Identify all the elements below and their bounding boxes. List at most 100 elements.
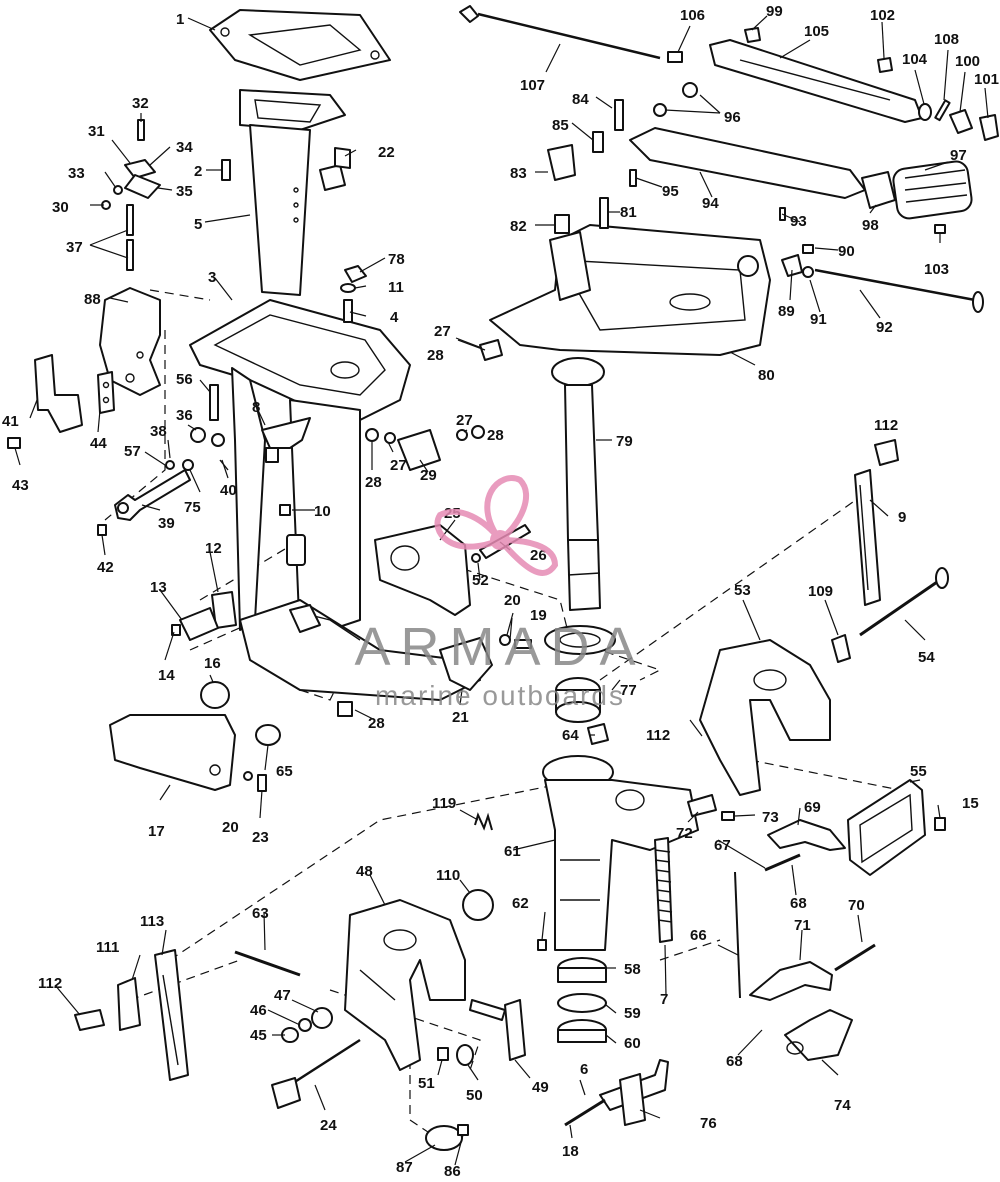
control-rods	[459, 5, 984, 313]
callout-90: 90	[838, 243, 855, 260]
callout-59: 59	[624, 1005, 641, 1022]
callout-47: 47	[274, 987, 291, 1004]
callout-40: 40	[220, 482, 237, 499]
callout-33: 33	[68, 165, 85, 182]
callout-35: 35	[176, 183, 193, 200]
callout-4: 4	[390, 309, 399, 326]
callout-91: 91	[810, 311, 827, 328]
callout-119: 119	[432, 795, 456, 812]
callout-28a: 28	[427, 347, 444, 364]
stern-bracket-48	[344, 899, 466, 1071]
callout-84: 84	[572, 91, 589, 108]
callout-8: 8	[252, 399, 260, 416]
callout-27c: 27	[390, 457, 407, 474]
propeller-hub-icon	[490, 530, 510, 550]
swivel-grommets	[337, 625, 616, 745]
watermark-brand: ARMADA	[354, 617, 645, 677]
steering-tube-79	[551, 357, 605, 611]
callout-38: 38	[150, 423, 167, 440]
callout-74: 74	[834, 1097, 851, 1114]
callout-11: 11	[388, 279, 404, 296]
callout-72: 72	[676, 825, 693, 842]
callout-17: 17	[148, 823, 165, 840]
clamp-screw-parts	[425, 999, 526, 1151]
callout-89: 89	[778, 303, 795, 320]
callout-46: 46	[250, 1002, 267, 1019]
callout-77: 77	[620, 682, 637, 699]
callout-43: 43	[12, 477, 29, 494]
callout-92: 92	[876, 319, 893, 336]
callout-42: 42	[97, 559, 114, 576]
callout-9: 9	[898, 509, 906, 526]
tilt-support-76	[564, 1059, 669, 1127]
callout-54: 54	[918, 649, 935, 666]
callout-41: 41	[2, 413, 19, 430]
callout-36: 36	[176, 407, 193, 424]
plate-55	[847, 779, 946, 876]
callout-19: 19	[530, 607, 547, 624]
watermark-tagline: marine outboards	[375, 680, 625, 711]
callout-109: 109	[808, 583, 833, 600]
tilt-lock-parts	[687, 794, 876, 1061]
tilt-lever-9	[854, 439, 899, 606]
callout-23: 23	[252, 829, 269, 846]
callout-68a: 68	[726, 1053, 743, 1070]
callout-85: 85	[552, 117, 569, 134]
propeller-icon	[434, 475, 559, 576]
callout-26: 26	[530, 547, 547, 564]
callout-73: 73	[762, 809, 779, 826]
throttle-hardware	[547, 99, 624, 234]
callout-87: 87	[396, 1159, 413, 1176]
bushings-58-60	[557, 957, 607, 1043]
exhaust-tube-5	[239, 89, 346, 296]
swivel-bracket-53	[699, 567, 949, 796]
callout-53: 53	[734, 582, 751, 599]
callout-44: 44	[90, 435, 107, 452]
callout-6: 6	[580, 1061, 588, 1078]
tiller-handle-parts	[629, 27, 999, 278]
callout-96: 96	[724, 109, 741, 126]
callout-15: 15	[962, 795, 979, 812]
callout-68b: 68	[790, 895, 807, 912]
callout-1: 1	[176, 11, 184, 28]
callout-104: 104	[902, 51, 928, 68]
callout-63: 63	[252, 905, 269, 922]
callout-37: 37	[66, 239, 83, 256]
callout-16: 16	[204, 655, 221, 672]
callout-45: 45	[250, 1027, 267, 1044]
callout-75: 75	[184, 499, 201, 516]
watermark-logo: ARMADA marine outboards	[354, 475, 645, 711]
callout-2: 2	[194, 163, 202, 180]
gasket-1	[209, 9, 391, 81]
callout-93: 93	[790, 213, 807, 230]
callout-3: 3	[208, 269, 216, 286]
callout-48: 48	[356, 863, 373, 880]
callout-67: 67	[714, 837, 731, 854]
callout-20a: 20	[504, 592, 521, 609]
callout-88: 88	[84, 291, 101, 308]
callout-81: 81	[620, 204, 637, 221]
small-hardware-30-37	[101, 119, 161, 271]
callout-112c: 112	[38, 975, 62, 992]
callout-61: 61	[504, 843, 521, 860]
callout-102: 102	[870, 7, 895, 24]
callout-56: 56	[176, 371, 193, 388]
callout-80: 80	[758, 367, 775, 384]
callout-100: 100	[955, 53, 980, 70]
callout-30: 30	[52, 199, 69, 216]
callout-39: 39	[158, 515, 175, 532]
callout-83: 83	[510, 165, 527, 182]
callout-labels: 1 2 3 4 5 6 7 8 9 10 11 12 13 14 15 16 1…	[2, 3, 999, 1180]
callout-27b: 27	[456, 412, 473, 429]
callout-18: 18	[562, 1143, 579, 1160]
callout-95: 95	[662, 183, 679, 200]
callout-107: 107	[520, 77, 545, 94]
swivel-small-parts	[462, 812, 547, 951]
callout-32: 32	[132, 95, 149, 112]
callout-20b: 20	[222, 819, 239, 836]
callout-7: 7	[660, 991, 668, 1008]
callout-52: 52	[472, 572, 489, 589]
tiller-bracket-80	[489, 224, 771, 356]
drive-shaft-housing-3	[189, 299, 481, 701]
